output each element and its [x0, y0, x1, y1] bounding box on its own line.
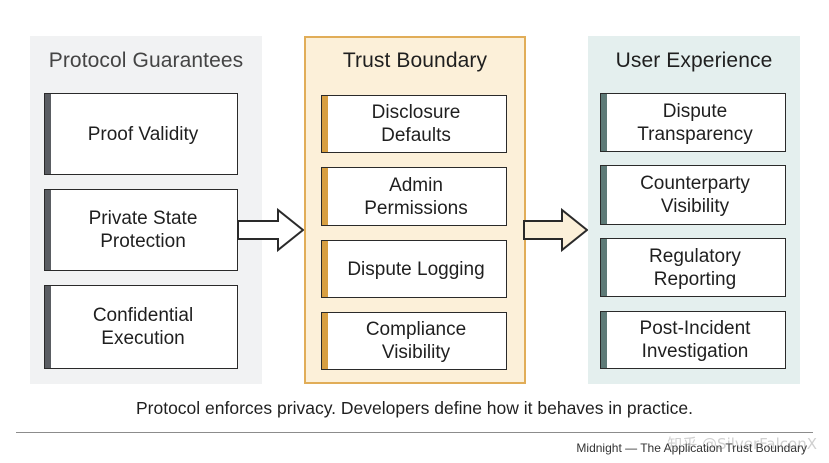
post-incident-investigation-box: Post-Incident Investigation: [600, 311, 786, 369]
box-label: Counterparty Visibility: [640, 173, 750, 217]
box-label: Private State Protection: [88, 208, 198, 252]
diagram-caption: Protocol enforces privacy. Developers de…: [135, 398, 694, 418]
divider-line: [16, 432, 813, 433]
box-label: Post-Incident Investigation: [639, 318, 751, 362]
box-label: Dispute Transparency: [637, 100, 753, 145]
box-accent-bar: [601, 166, 607, 224]
box-label: Confidential Execution: [92, 305, 194, 349]
box-accent-bar: [322, 168, 328, 225]
confidential-execution-box: Confidential Execution: [44, 285, 238, 369]
box-accent-bar: [322, 241, 328, 297]
box-label: Regulatory Reporting: [649, 245, 741, 290]
admin-permissions-box: Admin Permissions: [321, 167, 507, 226]
disclosure-defaults-box: Disclosure Defaults: [321, 95, 507, 153]
box-accent-bar: [45, 94, 51, 174]
counterparty-visibility-box: Counterparty Visibility: [600, 165, 786, 225]
box-accent-bar: [322, 313, 328, 369]
dispute-transparency-box: Dispute Transparency: [600, 93, 786, 152]
box-label: Proof Validity: [87, 123, 199, 145]
trust-boundary-panel: Trust Boundary Disclosure Defaults Admin…: [304, 36, 526, 384]
box-label: Compliance Visibility: [365, 319, 467, 363]
trust-boundary-title: Trust Boundary: [342, 49, 488, 72]
compliance-visibility-box: Compliance Visibility: [321, 312, 507, 370]
box-accent-bar: [45, 286, 51, 368]
box-accent-bar: [45, 190, 51, 270]
box-accent-bar: [322, 96, 328, 152]
right-arrow-icon: [237, 207, 305, 253]
protocol-guarantees-panel: Protocol Guarantees Proof Validity Priva…: [30, 36, 262, 384]
user-experience-panel: User Experience Dispute Transparency Cou…: [588, 36, 800, 384]
box-accent-bar: [601, 94, 607, 151]
box-label: Dispute Logging: [347, 258, 485, 280]
box-label: Admin Permissions: [364, 174, 468, 219]
right-arrow-icon: [523, 207, 589, 253]
box-label: Disclosure Defaults: [371, 102, 461, 146]
protocol-guarantees-title: Protocol Guarantees: [48, 49, 244, 72]
dispute-logging-box: Dispute Logging: [321, 240, 507, 298]
footer-source-label: Midnight — The Application Trust Boundar…: [576, 441, 807, 455]
box-accent-bar: [601, 239, 607, 296]
private-state-protection-box: Private State Protection: [44, 189, 238, 271]
box-accent-bar: [601, 312, 607, 368]
watermark-text: 知乎 @SilverFalconX: [667, 435, 817, 453]
user-experience-title: User Experience: [615, 49, 773, 72]
proof-validity-box: Proof Validity: [44, 93, 238, 175]
regulatory-reporting-box: Regulatory Reporting: [600, 238, 786, 297]
